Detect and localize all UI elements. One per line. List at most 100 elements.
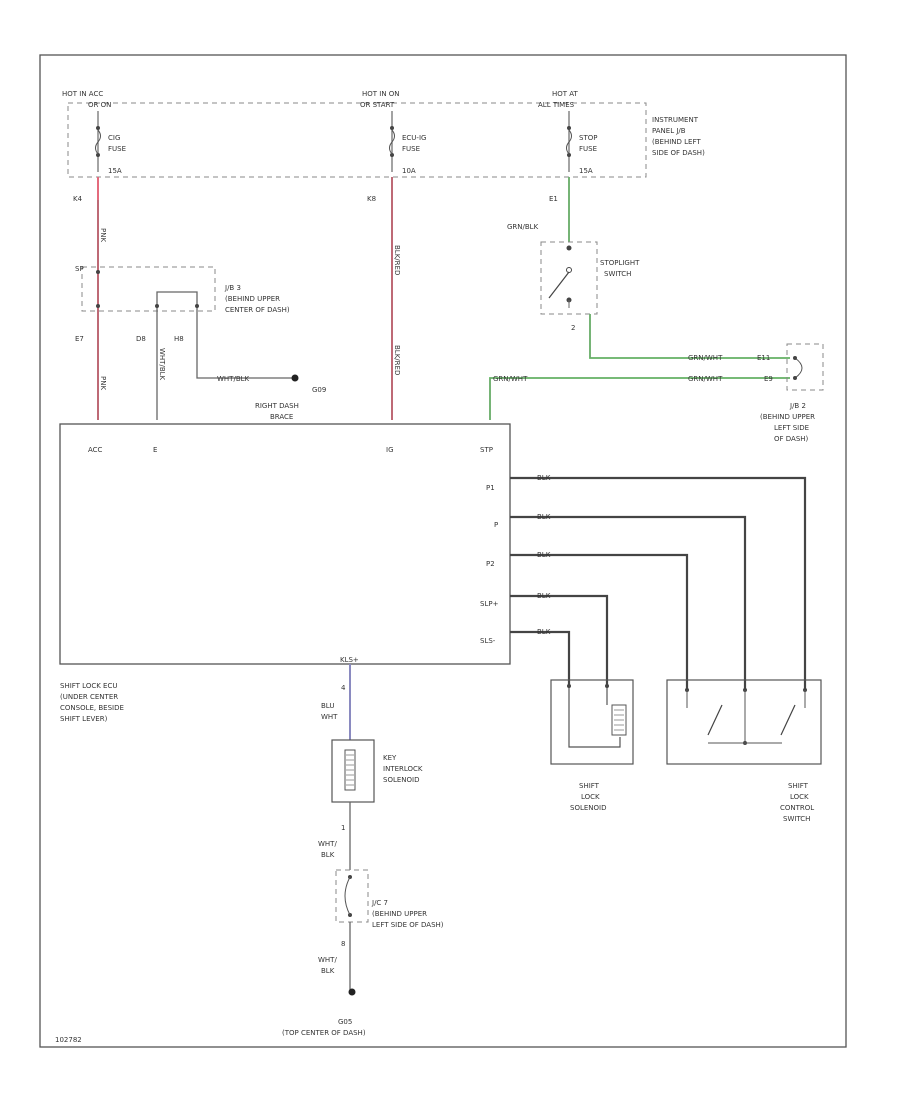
- conn-stoplight-2: 2: [571, 324, 575, 332]
- shift-lock-solenoid: [550, 679, 634, 765]
- jc7-loc-2: LEFT SIDE OF DASH): [372, 921, 444, 929]
- ground-g05-name: G05: [338, 1018, 352, 1026]
- ecu-pin-p1: P1: [486, 484, 495, 492]
- ecu-pin-acc: ACC: [88, 446, 103, 454]
- shift-lock-switch-4: SWITCH: [783, 815, 810, 823]
- ecu-pin-kls: KLS+: [340, 656, 359, 664]
- conn-k4: K4: [73, 195, 83, 203]
- jb2-loc-2: LEFT SIDE: [774, 424, 809, 432]
- ground-g09-loc-2: BRACE: [270, 413, 293, 421]
- wire-slp: BLK: [537, 592, 551, 600]
- hot-at-stub: ALL TIMES: [538, 101, 575, 109]
- ecu-name-3: CONSOLE, BESIDE: [60, 704, 124, 712]
- ecu-ig-fuse-rating: 10A: [402, 167, 416, 175]
- jb2-name: J/B 2: [789, 402, 806, 410]
- ecu-name-1: SHIFT LOCK ECU: [60, 682, 117, 690]
- cig-fuse-rating: 15A: [108, 167, 122, 175]
- shift-lock-ecu-box: [59, 423, 511, 665]
- jb2-connector: [786, 343, 824, 391]
- shift-lock-switch-3: CONTROL: [780, 804, 814, 812]
- slp-wire: [510, 594, 609, 686]
- shift-lock-solenoid-2: LOCK: [581, 793, 600, 801]
- wire-grn-wht-1: GRN/WHT: [688, 354, 723, 362]
- jb3-loc-2: CENTER OF DASH): [225, 306, 290, 314]
- wire-pnk-2: PNK: [99, 376, 107, 390]
- cig-fuse-fuse: FUSE: [108, 145, 126, 153]
- conn-e9: E9: [764, 375, 773, 383]
- ecu-name-2: (UNDER CENTER: [60, 693, 118, 701]
- wire-wht-blk-3: WHT/: [318, 840, 337, 848]
- ecu-name-4: SHIFT LEVER): [60, 715, 108, 723]
- conn-e1-top: E1: [549, 195, 558, 203]
- wire-grn-blk: GRN/BLK: [507, 223, 539, 231]
- ecu-pin-sls: SLS-: [480, 637, 496, 645]
- wire-wht: WHT: [321, 713, 338, 721]
- jb3-name: J/B 3: [224, 284, 241, 292]
- conn-e8: 8: [341, 940, 345, 948]
- shift-lock-switch-1: SHIFT: [788, 782, 809, 790]
- ip-jb-location-2: PANEL J/B: [652, 127, 686, 135]
- key-interlock-2: INTERLOCK: [383, 765, 423, 773]
- hot-in-on-stub: OR START: [360, 101, 395, 109]
- wire-wht-blk-2: WHT/BLK: [217, 375, 250, 383]
- stoplight-switch-name-1: STOPLIGHT: [600, 259, 640, 267]
- conn-k8: K8: [367, 195, 376, 203]
- p1-wire: [510, 476, 807, 690]
- ecu-pin-slp: SLP+: [480, 600, 499, 608]
- key-interlock-3: SOLENOID: [383, 776, 419, 784]
- shift-lock-control-switch: [666, 679, 822, 765]
- jc7-junction: [335, 869, 369, 923]
- g05-ground-icon: [348, 988, 356, 996]
- g09-ground-icon: [291, 374, 299, 382]
- ecu-ig-fuse: [389, 111, 395, 172]
- ecu-ig-fuse-name: ECU-IG: [402, 134, 426, 142]
- hot-at-label: HOT AT: [552, 90, 579, 98]
- wire-wht-blk-1: WHT/BLK: [158, 348, 166, 381]
- ip-jb-location-3: (BEHIND LEFT: [652, 138, 701, 146]
- shift-lock-switch-2: LOCK: [790, 793, 809, 801]
- cig-fuse: [95, 111, 101, 172]
- jb2-loc-3: OF DASH): [774, 435, 809, 443]
- ecu-pin-p: P: [494, 521, 498, 529]
- sp-terminal-top: [96, 270, 100, 274]
- stop-fuse-fuse: FUSE: [579, 145, 597, 153]
- conn-e1: 1: [341, 824, 345, 832]
- jb3-loc-1: (BEHIND UPPER: [225, 295, 280, 303]
- ground-g05-loc: (TOP CENTER OF DASH): [282, 1029, 366, 1037]
- hot-in-acc-stub: OR ON: [88, 101, 111, 109]
- shift-lock-solenoid-3: SOLENOID: [570, 804, 606, 812]
- hot-in-on-label: HOT IN ON: [362, 90, 400, 98]
- wire-grn-wht-2: GRN/WHT: [493, 375, 528, 383]
- hot-in-acc-label: HOT IN ACC: [62, 90, 103, 98]
- sp-terminal-bottom: [96, 304, 100, 308]
- wire-blk-4: BLK: [321, 967, 335, 975]
- ecu-pin-e: E: [153, 446, 157, 454]
- stop-fuse-name: STOP: [579, 134, 597, 142]
- conn-e7: E7: [75, 335, 84, 343]
- ecu-pin-ig: IG: [386, 446, 394, 454]
- ip-jb-location-4: SIDE OF DASH): [652, 149, 705, 157]
- wire-blu: BLU: [321, 702, 334, 710]
- conn-h8: H8: [174, 335, 184, 343]
- conn-d8: D8: [136, 335, 146, 343]
- grn-wht-wire-lower: [489, 377, 790, 420]
- jb3-box: [81, 266, 216, 312]
- ecu-pin-p2: P2: [486, 560, 495, 568]
- wire-p: BLK: [537, 513, 551, 521]
- stoplight-switch-name-2: SWITCH: [604, 270, 631, 278]
- wire-p1: BLK: [537, 474, 551, 482]
- jc7-name: J/C 7: [371, 899, 388, 907]
- stop-fuse: [566, 111, 572, 172]
- diagram-frame: [39, 54, 847, 1048]
- ground-g09-loc-1: RIGHT DASH: [255, 402, 299, 410]
- conn-e4: 4: [341, 684, 346, 692]
- conn-sp: SP: [75, 265, 84, 273]
- stop-fuse-rating: 15A: [579, 167, 593, 175]
- grn-wht-wire-upper: [589, 314, 790, 359]
- conn-e11: E11: [757, 354, 770, 362]
- jc7-loc-1: (BEHIND UPPER: [372, 910, 427, 918]
- instrument-panel-jb-box: [67, 102, 647, 178]
- sls-wire: [510, 630, 571, 686]
- shift-lock-solenoid-1: SHIFT: [579, 782, 600, 790]
- ip-jb-location-1: INSTRUMENT: [652, 116, 699, 124]
